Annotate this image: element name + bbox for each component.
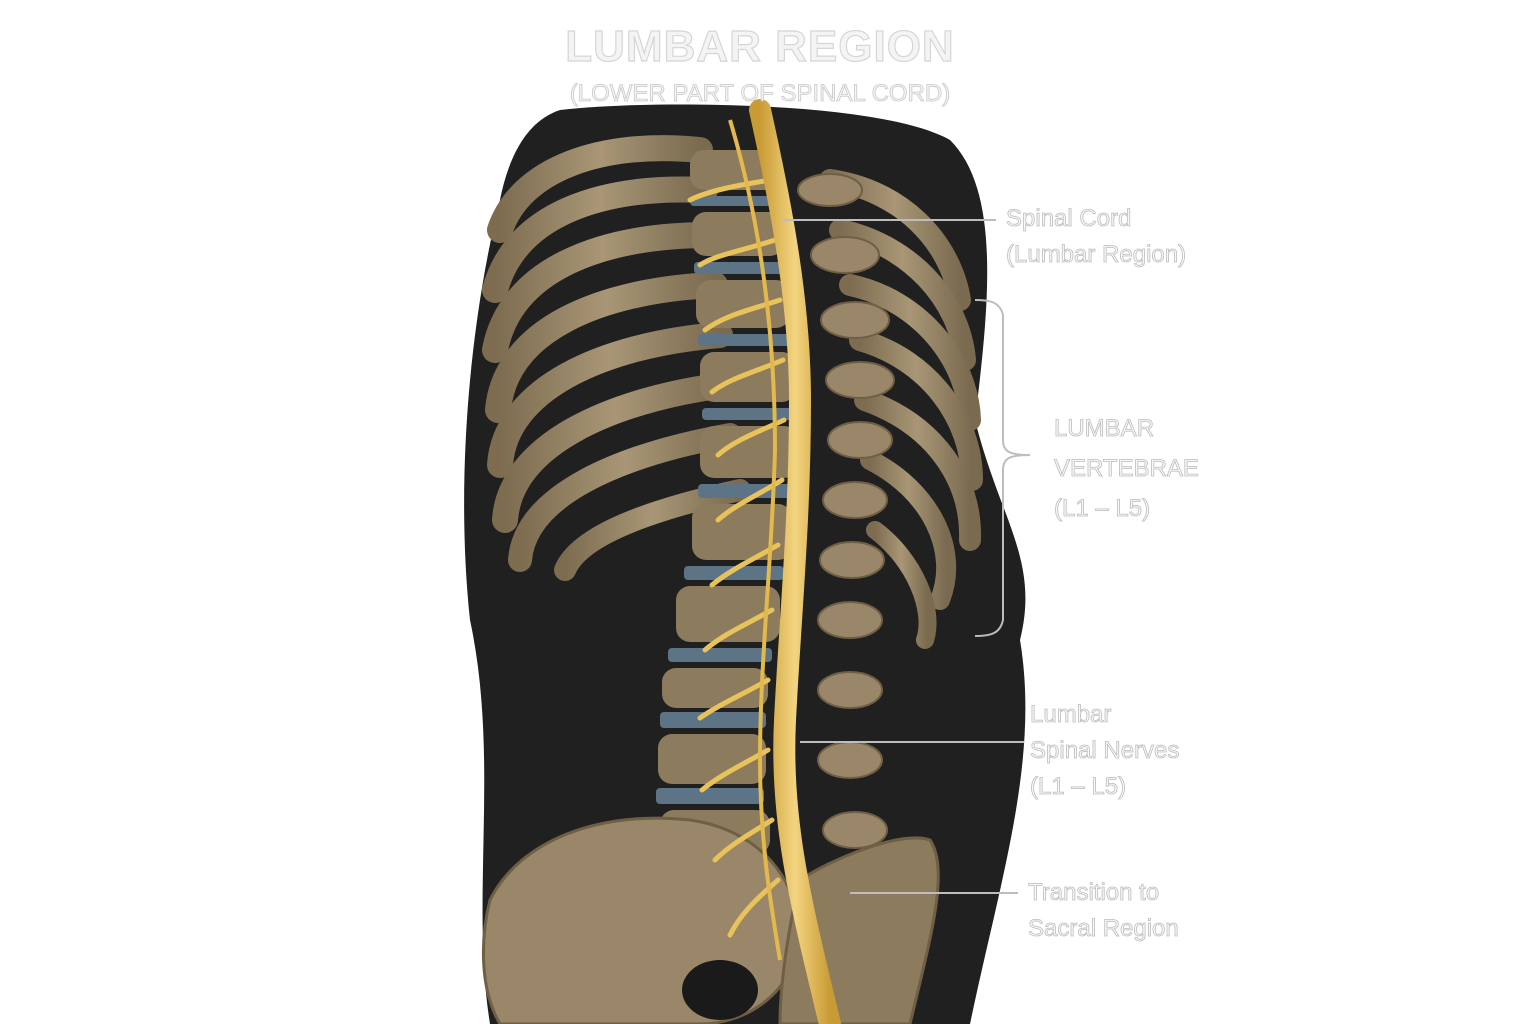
pelvis bbox=[481, 816, 940, 1024]
label-sacral-transition-line-2: Sacral Region bbox=[1028, 915, 1180, 943]
page-title: LUMBAR REGION bbox=[565, 21, 955, 71]
label-spinal-cord-line-2: (Lumbar Region) bbox=[1006, 241, 1187, 269]
label-lumbar-vertebrae-line-3: (L1 – L5) bbox=[1054, 495, 1151, 523]
label-spinal-nerves-line-2: Spinal Nerves bbox=[1030, 737, 1180, 765]
spinal-cord-thin-strand bbox=[728, 119, 782, 961]
label-sacral-transition: Transition to Sacral Region bbox=[1028, 875, 1180, 947]
leader-lines bbox=[782, 219, 1031, 894]
label-spinal-nerves: Lumbar Spinal Nerves (L1 – L5) bbox=[1030, 697, 1180, 805]
label-lumbar-vertebrae: LUMBAR VERTEBRAE (L1 – L5) bbox=[1054, 409, 1200, 529]
spinous-processes bbox=[797, 173, 895, 849]
label-spinal-nerves-line-3: (L1 – L5) bbox=[1030, 773, 1127, 801]
label-spinal-cord: Spinal Cord (Lumbar Region) bbox=[1006, 201, 1187, 273]
lumbar-vertebrae-bracket bbox=[974, 299, 1031, 637]
spinal-cord bbox=[749, 99, 841, 1024]
label-lumbar-vertebrae-line-2: VERTEBRAE bbox=[1054, 455, 1200, 483]
label-spinal-cord-line-1: Spinal Cord bbox=[1006, 205, 1132, 233]
label-sacral-transition-line-1: Transition to bbox=[1028, 879, 1160, 907]
page-subtitle: (LOWER PART OF SPINAL CORD) bbox=[569, 80, 951, 108]
label-spinal-nerves-line-1: Lumbar bbox=[1030, 701, 1112, 729]
label-lumbar-vertebrae-line-1: LUMBAR bbox=[1054, 415, 1155, 443]
rib-cage bbox=[482, 135, 983, 649]
